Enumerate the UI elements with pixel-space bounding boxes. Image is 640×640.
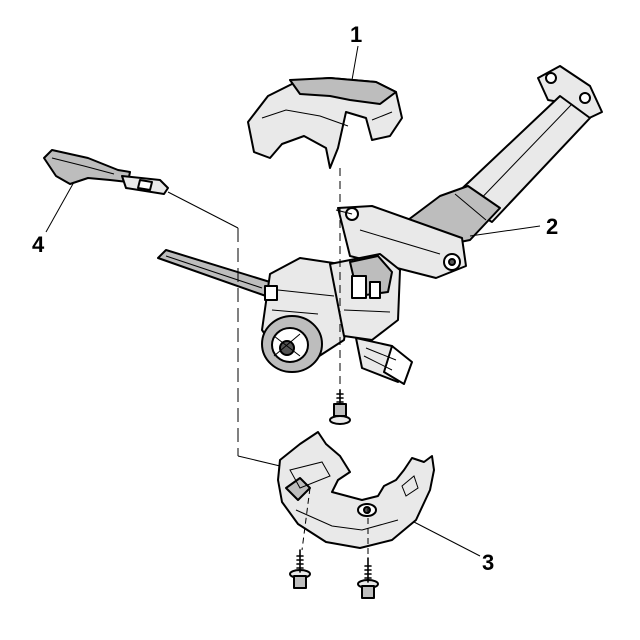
- lower-shroud-icon: [277, 431, 435, 549]
- callout-4: 4: [32, 232, 45, 257]
- callout-1: 1: [350, 22, 362, 47]
- leader-line-2: [469, 225, 541, 237]
- multifunction-switch-icon: [157, 249, 401, 373]
- screw-icon: [289, 549, 311, 589]
- screw-icon: [329, 389, 351, 425]
- screw-icon: [357, 557, 379, 599]
- callout-3: 3: [482, 550, 494, 575]
- leader-line-1: [351, 45, 359, 81]
- ignition-switch-icon: [355, 337, 413, 385]
- leader-line-4: [45, 181, 75, 233]
- callout-2: 2: [546, 214, 558, 239]
- guide-lines: [167, 168, 369, 558]
- tilt-lever-icon: [43, 149, 169, 195]
- leader-line-3: [413, 521, 481, 557]
- upper-shroud-icon: [247, 77, 403, 169]
